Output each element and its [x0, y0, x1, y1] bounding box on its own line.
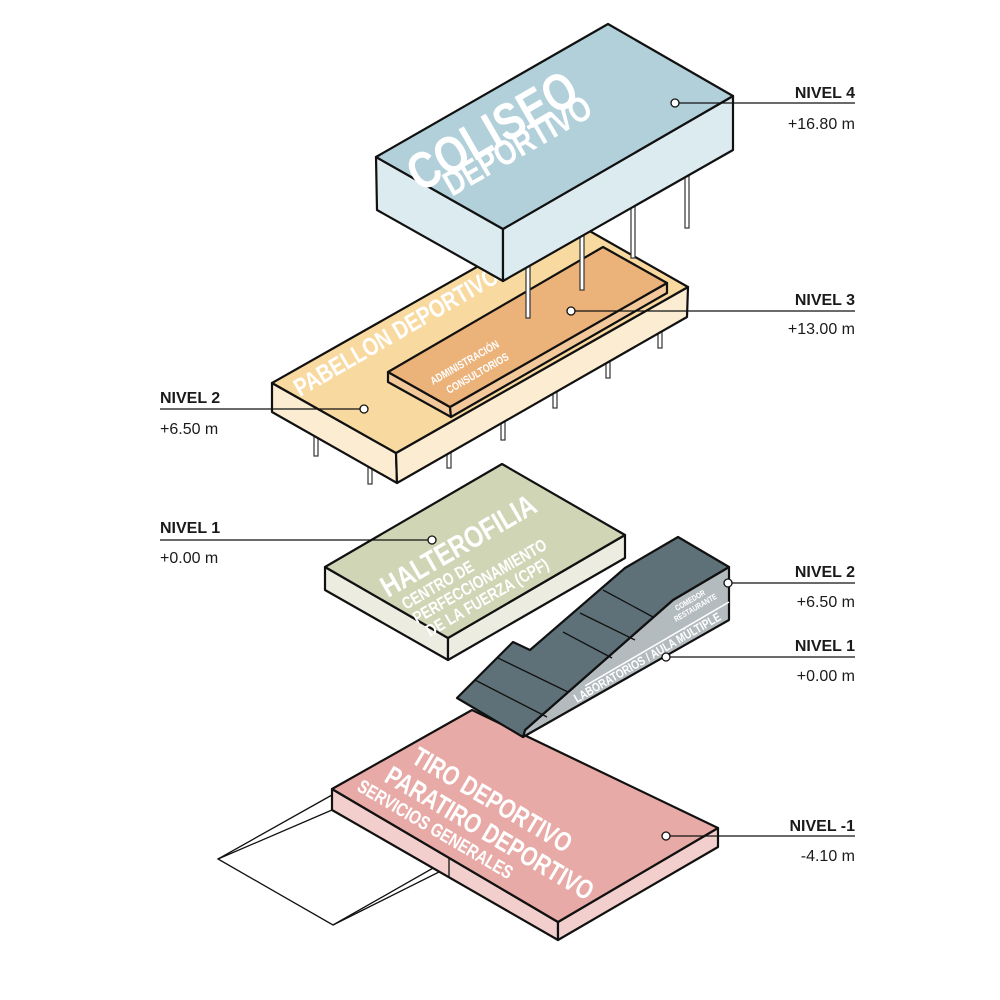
level-elevation: +0.00 m	[160, 550, 218, 567]
level-elevation: +16.80 m	[788, 116, 855, 133]
level-name: NIVEL 2	[160, 390, 220, 407]
level-callout-nivel-2-right: NIVEL 2 +6.50 m	[723, 564, 855, 611]
stair-step-line	[562, 631, 613, 659]
stair-step-line	[579, 612, 636, 641]
level-elevation: +13.00 m	[788, 321, 855, 338]
leader-dot	[566, 306, 576, 316]
block-coliseo: COLISEO DEPORTIVO	[374, 22, 735, 283]
coliseo-top	[374, 22, 735, 231]
column	[630, 205, 636, 259]
level-name: NIVEL 4	[795, 85, 855, 102]
level-name: NIVEL 2	[795, 564, 855, 581]
coliseo-columns	[525, 175, 690, 319]
level-annotations: NIVEL 4 +16.80 m NIVEL 3 +13.00 m NIVEL …	[160, 85, 855, 865]
leader-dot	[661, 652, 671, 662]
stair-level-divider	[584, 601, 730, 687]
level-name: NIVEL 1	[160, 520, 220, 537]
column	[525, 265, 531, 319]
stair-top	[455, 535, 731, 739]
level-name: NIVEL 3	[795, 292, 855, 309]
level-elevation: +0.00 m	[797, 668, 855, 685]
leader-dot	[670, 98, 680, 108]
level-callout-nivel-1-left: NIVEL 1 +0.00 m	[160, 520, 437, 567]
level-callout-nivel-3: NIVEL 3 +13.00 m	[566, 292, 855, 338]
tiro-top	[330, 708, 720, 924]
leader-dot	[661, 831, 671, 841]
leader-dot	[723, 578, 733, 588]
ramp-outline	[216, 794, 450, 926]
level-callout-nivel-1-right: NIVEL 1 +0.00 m	[661, 638, 855, 685]
level-name: NIVEL -1	[790, 818, 856, 835]
halterofilia-top	[323, 462, 627, 640]
column	[684, 175, 690, 229]
level-elevation: -4.10 m	[801, 848, 855, 865]
level-elevation: +6.50 m	[160, 421, 218, 438]
level-elevation: +6.50 m	[797, 594, 855, 611]
level-name: NIVEL 1	[795, 638, 855, 655]
stair-step-line	[474, 679, 548, 718]
admin-top	[386, 245, 669, 409]
column	[579, 235, 585, 291]
stair-step-line	[602, 589, 654, 618]
level-callout-nivel-minus-1: NIVEL -1 -4.10 m	[661, 818, 856, 865]
leader-dot	[359, 404, 369, 414]
level-callout-nivel-4: NIVEL 4 +16.80 m	[670, 85, 855, 133]
ramp-line	[332, 866, 450, 926]
block-tiro-deportivo: TIRO DEPORTIVO PARATIRO DEPORTIVO SERVIC…	[216, 708, 720, 942]
level-callout-nivel-2-left: NIVEL 2 +6.50 m	[160, 390, 369, 438]
block-halterofilia: HALTEROFILIA CENTRO DE PERFECCIONAMIENTO…	[323, 462, 627, 662]
stair-step-line	[497, 657, 569, 693]
ramp-line	[217, 809, 333, 860]
leader-dot	[427, 535, 437, 545]
